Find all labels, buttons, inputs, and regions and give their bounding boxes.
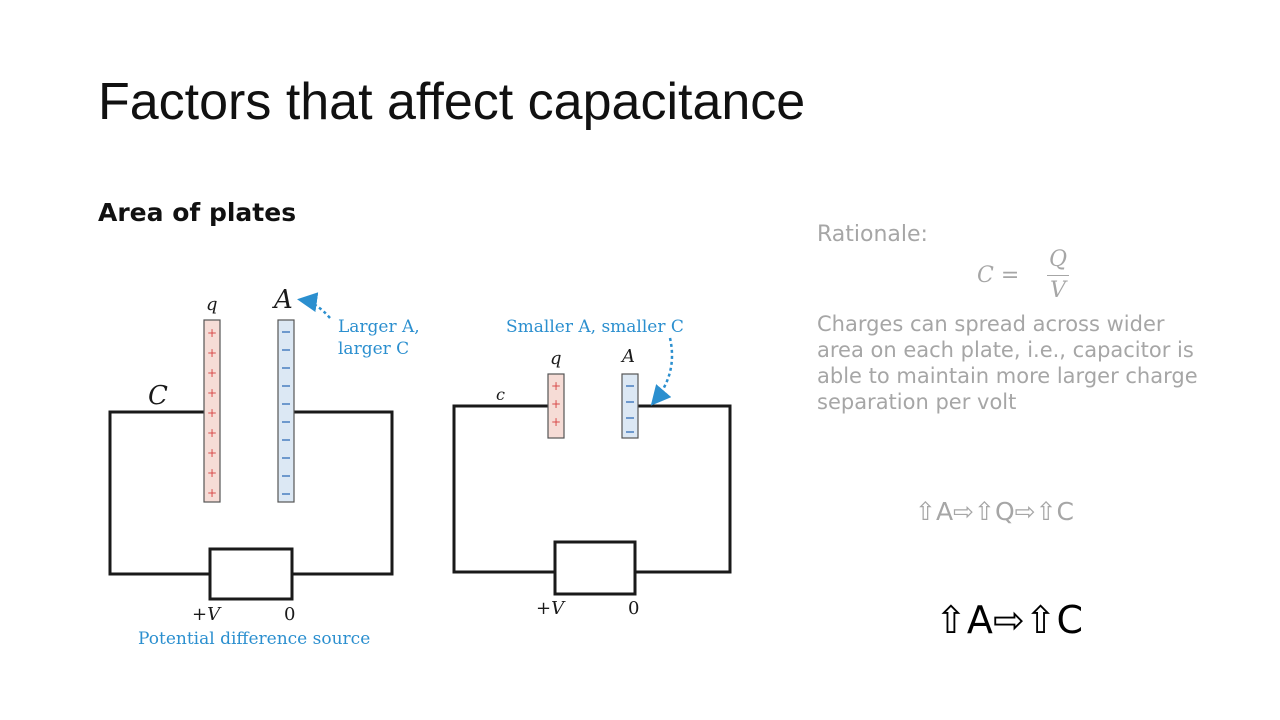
right-negative-plate <box>621 373 639 439</box>
right-area-label: A <box>620 346 635 367</box>
svg-text:+: + <box>207 406 217 420</box>
left-callout-line2: larger C <box>338 339 409 359</box>
right-positive-charges: + + + <box>551 379 561 429</box>
svg-text:+: + <box>551 415 561 429</box>
left-negative-plate <box>277 319 295 503</box>
svg-text:+: + <box>207 386 217 400</box>
right-pos-terminal: +V <box>536 598 566 619</box>
left-neg-terminal: 0 <box>284 604 295 625</box>
slide-subtitle: Area of plates <box>98 198 297 227</box>
right-callout-arrow <box>650 337 674 406</box>
svg-text:+: + <box>551 379 561 393</box>
svg-text:+: + <box>207 346 217 360</box>
source-label: Potential difference source <box>138 629 370 649</box>
right-negative-charges <box>626 385 634 433</box>
rationale-label: Rationale: <box>817 222 928 247</box>
svg-text:+: + <box>207 426 217 440</box>
relation-chain-small: ⇧A⇨⇧Q⇨⇧C <box>915 497 1074 526</box>
left-area-label: A <box>272 285 293 315</box>
left-source-box <box>208 547 294 601</box>
relation-chain-large: ⇧A⇨⇧C <box>935 598 1084 642</box>
formula-numerator: Q <box>1048 247 1068 272</box>
formula-fraction: Q V <box>1047 247 1069 304</box>
right-neg-terminal: 0 <box>628 598 639 619</box>
right-charge-label: q <box>550 348 562 369</box>
rationale-block: Rationale: C = Q V Charges can spread ac… <box>817 222 1217 415</box>
right-source-box <box>553 540 637 596</box>
right-circuit: + + + q A c Smaller A, smaller C +V 0 <box>452 317 732 619</box>
right-positive-plate <box>547 373 565 439</box>
right-callout: Smaller A, smaller C <box>506 317 684 337</box>
left-callout-arrow <box>297 292 331 319</box>
capacitance-formula: C = Q V <box>817 247 1217 307</box>
svg-text:+: + <box>207 446 217 460</box>
left-circuit: + + + + + + + + + q A C Larger A, larger C <box>108 285 420 649</box>
formula-denominator: V <box>1050 278 1066 303</box>
left-positive-plate <box>203 319 221 503</box>
right-capacitor-label: c <box>496 385 505 404</box>
right-wire-loop <box>452 404 555 574</box>
rationale-text: Charges can spread across wider area on … <box>817 312 1198 414</box>
left-callout-line1: Larger A, <box>338 317 420 337</box>
svg-text:+: + <box>207 466 217 480</box>
left-capacitor-label: C <box>148 381 168 411</box>
svg-text:+: + <box>551 397 561 411</box>
left-charge-label: q <box>206 294 218 315</box>
right-wire-loop-right <box>635 404 732 574</box>
svg-text:+: + <box>207 326 217 340</box>
svg-text:+: + <box>207 486 217 500</box>
left-positive-charges: + + + + + + + + + <box>207 326 217 500</box>
slide-title: Factors that affect capacitance <box>98 73 806 131</box>
left-wire-loop <box>108 410 210 576</box>
svg-text:+: + <box>207 366 217 380</box>
left-wire-loop-right <box>292 410 394 576</box>
left-pos-terminal: +V <box>192 604 222 625</box>
formula-fraction-bar <box>1047 275 1069 276</box>
left-negative-charges <box>282 331 290 495</box>
formula-lhs: C = <box>977 263 1020 288</box>
capacitor-diagram: + + + + + + + + + q A C Larger A, larger C <box>98 262 760 662</box>
